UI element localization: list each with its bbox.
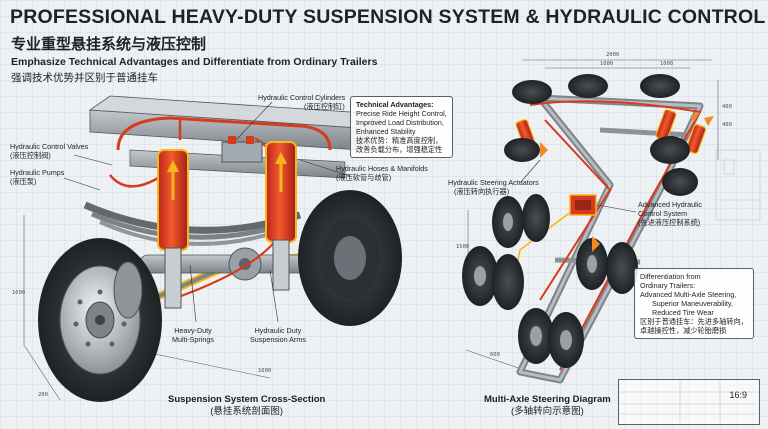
dim-right-top-2: 1000 [600, 61, 614, 67]
label-hydraulic-pumps: Hydraulic Pumps (液压泵) [10, 168, 65, 186]
dim-right-mid: 1500 [456, 244, 470, 250]
multi-axle-steering-diagram [462, 59, 719, 384]
dim-right-top-3: 1000 [660, 61, 674, 67]
differentiation-box: Differentiation from Ordinary Trailers: … [634, 268, 754, 339]
label-hydraulic-steering-actuators: Hydraulic Steering Actuators (液压转向执行器) [448, 178, 539, 196]
subtitle-cn: 强调技术优势并区别于普通挂车 [11, 72, 158, 84]
label-hydraulic-control-cylinders: Hydraulic Control Cylinders (液压控制缸) [258, 93, 346, 111]
label-heavy-duty-springs: Heavy-Duty Multi-Springs [172, 326, 214, 344]
dim-right-side-2: 400 [722, 122, 732, 128]
main-title-cn: 专业重型悬挂系统与液压控制 [11, 36, 207, 53]
dim-left-height: 1600 [12, 290, 26, 296]
label-advanced-hydraulic-control: Advanced Hydraulic Control System (先进液压控… [638, 200, 702, 227]
caption-steering: Multi-Axle Steering Diagram (多轴转向示意图) [484, 394, 611, 417]
label-hydraulic-hoses: Hydraulic Hoses & Manifolds (液压软管与歧管) [336, 164, 428, 182]
technical-advantages-box: Technical Advantages: Precise Ride Heigh… [350, 96, 453, 158]
background-machine [715, 149, 761, 221]
dim-left-depth: 200 [38, 392, 48, 398]
aspect-ratio-label: 16:9 [729, 390, 747, 400]
subtitle: Emphasize Technical Advantages and Diffe… [11, 56, 378, 68]
right-leader-lines [519, 159, 637, 213]
caption-suspension: Suspension System Cross-Section (悬挂系统剖面图… [168, 394, 326, 417]
label-hydraulic-control-valves: Hydraulic Control Valves (液压控制阀) [10, 142, 89, 160]
dim-left-width: 1600 [258, 368, 272, 374]
main-title: PROFESSIONAL HEAVY-DUTY SUSPENSION SYSTE… [10, 6, 766, 28]
suspension-cross-section [23, 95, 402, 402]
left-leader-lines [63, 101, 351, 323]
dim-right-bottom: 600 [490, 352, 500, 358]
dim-right-side-1: 400 [722, 104, 732, 110]
dim-right-top-1: 2000 [606, 52, 620, 58]
title-block: 16:9 [618, 379, 760, 425]
label-suspension-arms: Hydraulic Duty Suspension Arms [250, 326, 306, 344]
